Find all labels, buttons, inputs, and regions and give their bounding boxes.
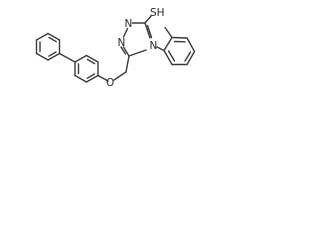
bond [86, 73, 96, 79]
molecule-structure: SH N N N O [35, 7, 196, 89]
bond [156, 46, 165, 52]
bond [163, 49, 173, 66]
bond [171, 36, 188, 39]
bond [58, 52, 76, 63]
bond [120, 46, 127, 55]
bond [85, 74, 99, 83]
bond [122, 27, 129, 38]
bond [48, 36, 57, 43]
atom-label-n1: N [125, 18, 133, 30]
bond [146, 24, 153, 39]
atom-label-n2: N [118, 37, 126, 49]
bond [184, 51, 192, 62]
bond [47, 32, 61, 41]
bond [163, 36, 173, 52]
atom-label-o: O [106, 77, 114, 89]
bond [186, 50, 196, 66]
atom-labels: SH N N N O [106, 7, 165, 89]
bond [125, 55, 130, 73]
bond [47, 52, 61, 61]
bonds [35, 15, 196, 83]
bond [186, 37, 196, 53]
bond [128, 49, 147, 57]
atom-label-n4: N [150, 40, 158, 52]
bond [74, 74, 88, 83]
bond [144, 15, 152, 24]
bond [97, 74, 109, 82]
bond [35, 32, 49, 41]
bond [144, 22, 151, 39]
bond [113, 71, 127, 81]
bond [167, 50, 176, 62]
atom-label-sh: SH [150, 7, 165, 19]
bond [86, 58, 96, 65]
bond [122, 46, 130, 57]
bond [74, 54, 88, 63]
bond [48, 51, 57, 57]
bond [85, 54, 99, 63]
bond [164, 26, 173, 39]
bond [35, 52, 49, 61]
